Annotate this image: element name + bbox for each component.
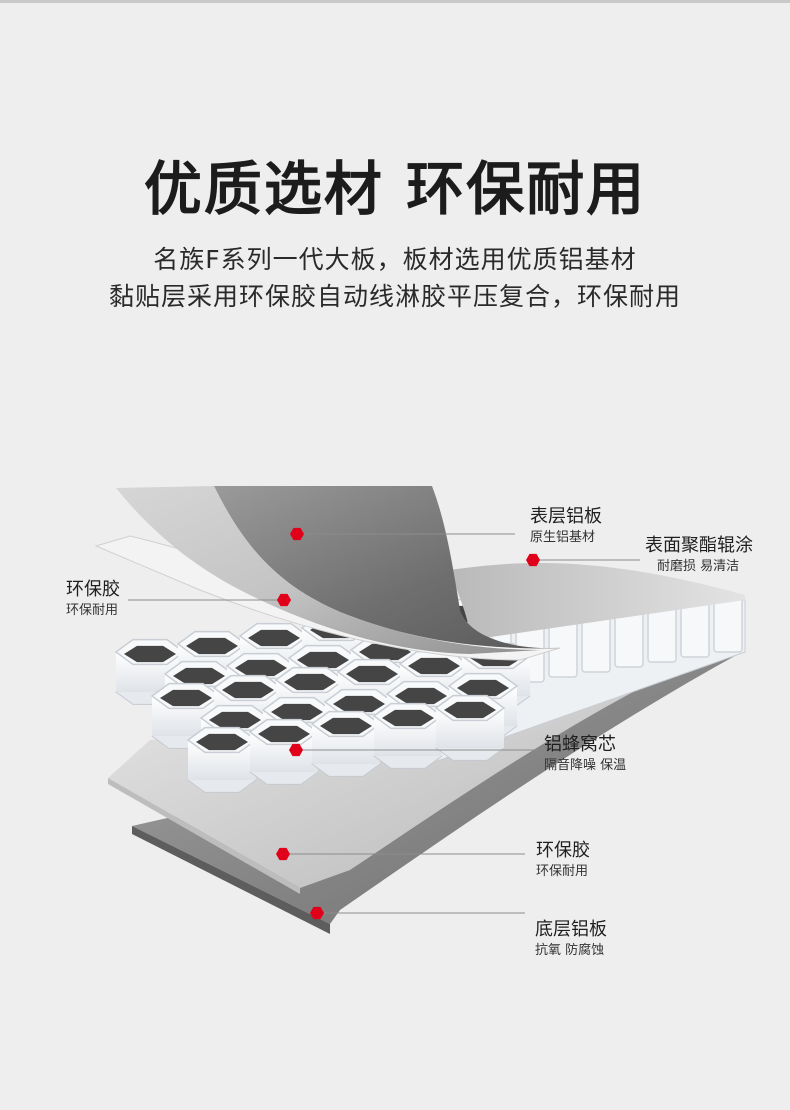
red-marker-icon [526, 553, 540, 567]
callout-glue-top: 环保胶 环保耐用 [66, 578, 120, 620]
honeycomb-cell-opening [284, 673, 336, 691]
honeycomb-cell-opening [235, 659, 287, 677]
callout-honeycomb-title: 铝蜂窝芯 [544, 734, 616, 755]
leader-lines [128, 533, 640, 914]
callout-honeycomb-detail: 隔音降噪 保温 [544, 758, 627, 773]
description-line-1: 名族F系列一代大板，板材选用优质铝基材 [153, 245, 637, 274]
callout-glue-bottom-title: 环保胶 [536, 840, 590, 861]
honeycomb-cell-opening [444, 701, 496, 719]
red-marker-icon [310, 906, 324, 920]
honeycomb-cell-opening [160, 689, 212, 707]
honeycomb-tube [713, 597, 743, 653]
honeycomb-cell-opening [382, 709, 434, 727]
honeycomb-cell-opening [209, 711, 261, 729]
honeycomb-tube [680, 600, 710, 658]
markers [276, 527, 540, 920]
callout-glue-top-title: 环保胶 [66, 579, 120, 600]
callout-top-panel-title: 表层铝板 [530, 506, 602, 527]
callout-bottom-panel-title: 底层铝板 [535, 919, 607, 940]
red-marker-icon [290, 527, 304, 541]
callout-glue-bottom: 环保胶 环保耐用 [536, 839, 590, 881]
coating-sheet [450, 562, 745, 640]
honeycomb-cell-opening [408, 657, 460, 675]
callout-coating-title: 表面聚酯辊涂 [645, 535, 753, 556]
honeycomb-cell-opening [333, 695, 385, 713]
honeycomb-cell-opening [124, 645, 176, 663]
red-marker-icon [289, 743, 303, 757]
headline: 优质选材 环保耐用 [143, 155, 647, 223]
honeycomb-cell-opening [186, 637, 238, 655]
honeycomb-cell-opening [297, 651, 349, 669]
honeycomb-cell-opening [258, 725, 310, 743]
top-aluminium-panel [116, 486, 560, 654]
callout-bottom-panel: 底层铝板 抗氧 防腐蚀 [535, 918, 607, 960]
callout-glue-top-detail: 环保耐用 [66, 603, 119, 618]
red-marker-icon [276, 847, 290, 861]
honeycomb-core [114, 597, 746, 793]
honeycomb-cell-opening [196, 733, 248, 751]
callout-honeycomb: 铝蜂窝芯 隔音降噪 保温 [544, 733, 626, 775]
callout-top-panel: 表层铝板 原生铝基材 [530, 505, 602, 547]
callout-coating-detail: 耐磨损 易清洁 [657, 559, 740, 574]
red-marker-icon [277, 593, 291, 607]
callout-glue-bottom-detail: 环保耐用 [536, 864, 589, 879]
honeycomb-cell-opening [346, 665, 398, 683]
callout-top-panel-detail: 原生铝基材 [530, 530, 596, 545]
callout-coating: 表面聚酯辊涂 耐磨损 易清洁 [645, 534, 753, 576]
honeycomb-cell-opening [222, 681, 274, 699]
honeycomb-cell-opening [320, 717, 372, 735]
callout-bottom-panel-detail: 抗氧 防腐蚀 [535, 943, 605, 958]
top-divider [0, 0, 790, 3]
honeycomb-cell-opening [271, 703, 323, 721]
honeycomb-cell-opening [457, 679, 509, 697]
honeycomb-cell-opening [248, 629, 300, 647]
description-line-2: 黏贴层采用环保胶自动线淋胶平压复合，环保耐用 [108, 282, 681, 311]
honeycomb-cell-opening [173, 667, 225, 685]
honeycomb-cell-opening [395, 687, 447, 705]
